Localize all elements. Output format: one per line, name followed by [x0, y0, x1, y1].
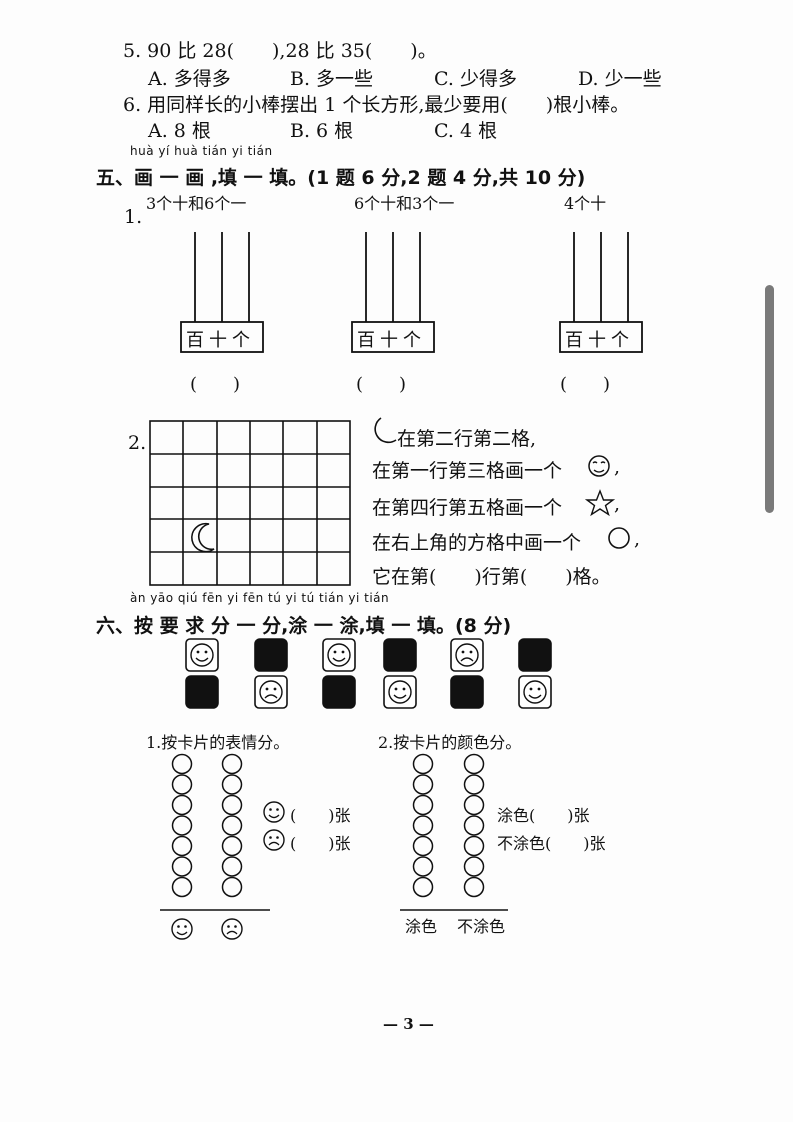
tally-circle	[221, 753, 243, 775]
part2-axis-colored: 涂色	[405, 917, 438, 936]
tally-circle	[463, 835, 485, 857]
section5-pinyin: huà yí huà tián yi tián	[130, 144, 273, 158]
tally-circle	[171, 774, 193, 795]
sad-face-icon	[263, 829, 285, 851]
q6-option-a: A. 8 根	[148, 120, 211, 142]
tally-circle	[412, 794, 434, 816]
q5-option-d: D. 少一些	[578, 68, 662, 90]
tally-circle	[171, 815, 193, 836]
tally-circle	[463, 753, 485, 775]
abacus-caption-2: 6个十和3个一	[354, 194, 455, 213]
answer-blank-3: ( )	[560, 374, 611, 395]
part1-fill-sad: ( )张	[290, 834, 351, 853]
tally-circle	[221, 794, 243, 816]
tally-circle	[412, 815, 434, 836]
instruction-1: 在第二行第二格,	[397, 428, 537, 450]
tally-circle	[171, 856, 193, 877]
tally-circle	[412, 753, 434, 775]
part2-title: 2.按卡片的颜色分。	[378, 733, 522, 752]
instruction-4: 在右上角的方格中画一个	[372, 532, 582, 554]
tally-circle	[171, 835, 193, 857]
tally-circle	[463, 876, 485, 898]
part1-title: 1.按卡片的表情分。	[146, 733, 290, 752]
smiley-icon	[171, 918, 193, 940]
smiley-icon	[263, 801, 285, 823]
answer-blank-2: ( )	[356, 374, 407, 395]
tally-circle	[412, 835, 434, 857]
tally-circle	[221, 835, 243, 857]
tally-circle	[171, 753, 193, 775]
page-number: — 3 —	[383, 1015, 434, 1033]
q5-option-b: B. 多一些	[290, 68, 374, 90]
tally-circle	[171, 876, 193, 898]
scrollbar-thumb[interactable]	[765, 285, 774, 513]
part2-fill-colored: 涂色( )张	[497, 806, 590, 825]
tally-circle	[221, 815, 243, 836]
tally-circle	[221, 774, 243, 795]
part2-fill-uncolored: 不涂色( )张	[497, 834, 606, 853]
item1-number: 1.	[124, 206, 143, 228]
section5-title: 五、画 一 画 ,填 一 填。(1 题 6 分,2 题 4 分,共 10 分)	[96, 167, 586, 189]
tally-circle	[221, 856, 243, 877]
tally-circle	[412, 856, 434, 877]
moon-icon	[191, 522, 215, 553]
q6-option-c: C. 4 根	[434, 120, 498, 142]
q5-stem: 5. 90 比 28( ),28 比 35( )。	[123, 40, 437, 62]
tally-circle	[463, 774, 485, 795]
abacus-caption-1: 3个十和6个一	[146, 194, 247, 213]
tally-circle	[221, 876, 243, 898]
q6-option-b: B. 6 根	[290, 120, 354, 142]
star-icon	[584, 489, 616, 517]
instruction-3: 在第四行第五格画一个	[372, 497, 563, 519]
tally-circle	[463, 856, 485, 877]
instruction-3-comma: ,	[614, 493, 621, 515]
q5-option-c: C. 少得多	[434, 68, 517, 90]
tally-circle	[463, 815, 485, 836]
item2-number: 2.	[128, 432, 147, 454]
tally-circle	[412, 876, 434, 898]
instruction-4-comma: ,	[634, 528, 641, 550]
abacus-label-3: 百十个	[565, 330, 634, 351]
part1-fill-smile: ( )张	[290, 806, 351, 825]
moon-icon	[374, 417, 397, 444]
tally-circle	[412, 774, 434, 795]
abacus-caption-3: 4个十	[564, 194, 607, 213]
answer-blank-1: ( )	[190, 374, 241, 395]
instruction-5: 它在第( )行第( )格。	[372, 566, 611, 588]
tally-circle	[463, 794, 485, 816]
circle-icon	[608, 527, 630, 549]
section6-pinyin: àn yāo qiú fēn yi fēn tú yi tú tián yi t…	[130, 591, 390, 605]
part2-axis-uncolored: 不涂色	[457, 917, 506, 936]
section6-title: 六、按 要 求 分 一 分,涂 一 涂,填 一 填。(8 分)	[96, 615, 512, 637]
sad-face-icon	[221, 918, 243, 940]
smiley-icon	[588, 455, 610, 477]
q5-option-a: A. 多得多	[148, 68, 231, 90]
instruction-2: 在第一行第三格画一个	[372, 460, 563, 482]
q6-stem: 6. 用同样长的小棒摆出 1 个长方形,最少要用( )根小棒。	[123, 94, 630, 116]
abacus-label-2: 百十个	[357, 330, 426, 351]
abacus-label-1: 百十个	[186, 330, 255, 351]
tally-circle	[171, 794, 193, 816]
instruction-2-comma: ,	[614, 456, 621, 478]
